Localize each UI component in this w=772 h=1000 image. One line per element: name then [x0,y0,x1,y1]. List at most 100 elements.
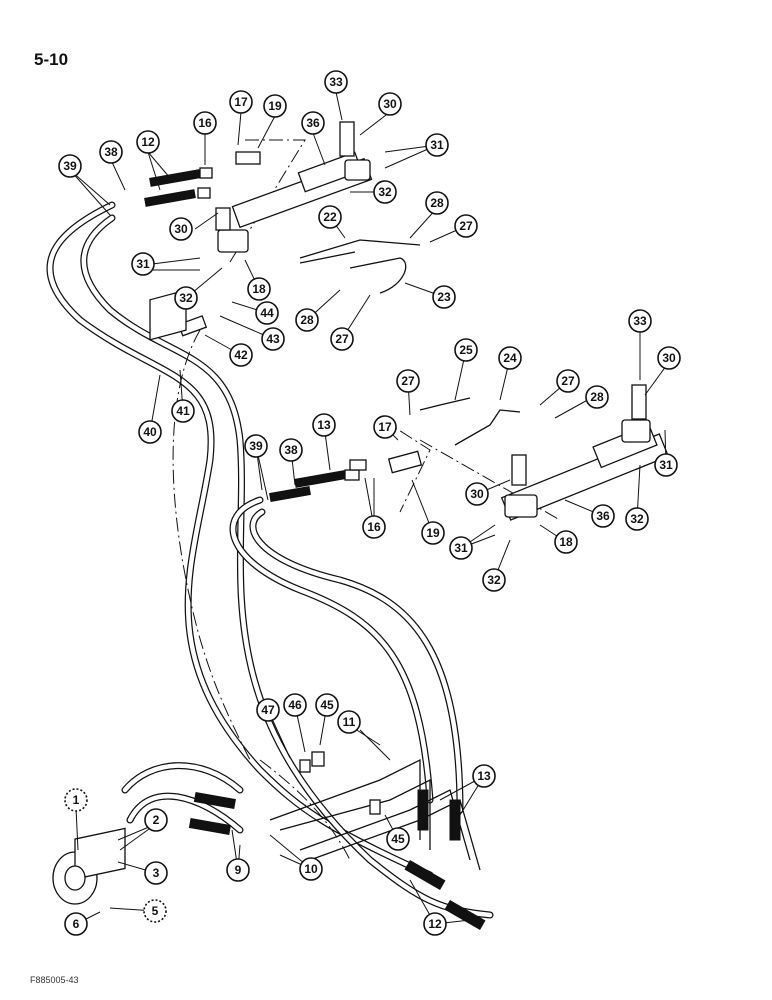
callout-43: 43 [261,327,285,351]
callout-9: 9 [226,858,250,882]
svg-text:43: 43 [266,332,280,346]
callout-30: 30 [169,217,193,241]
svg-text:30: 30 [383,97,397,111]
callout-22: 22 [318,205,342,229]
right-cylinder-assembly [269,384,670,521]
svg-text:22: 22 [323,210,337,224]
svg-text:28: 28 [300,313,314,327]
svg-text:27: 27 [561,374,575,388]
callout-27: 27 [454,214,478,238]
page-number: 5-10 [34,50,69,69]
figure-code: F885005-43 [30,975,79,985]
svg-text:31: 31 [430,138,444,152]
svg-text:13: 13 [317,418,331,432]
svg-text:28: 28 [430,196,444,210]
callout-13: 13 [312,413,336,437]
svg-text:10: 10 [304,862,318,876]
svg-text:31: 31 [454,541,468,555]
callout-18: 18 [554,530,578,554]
svg-text:27: 27 [335,332,349,346]
svg-text:27: 27 [401,374,415,388]
svg-text:9: 9 [235,863,242,877]
callout-47: 47 [256,698,280,722]
callout-6: 6 [64,912,88,936]
svg-text:28: 28 [590,390,604,404]
callout-25: 25 [454,338,478,362]
callouts: 33 30 17 19 16 36 31 12 38 39 30 32 28 2… [58,70,681,936]
svg-text:1: 1 [73,793,80,807]
svg-text:2: 2 [153,813,160,827]
svg-text:41: 41 [176,404,190,418]
svg-text:18: 18 [559,535,573,549]
svg-text:31: 31 [659,458,673,472]
svg-text:16: 16 [367,520,381,534]
callout-41: 41 [171,399,195,423]
callout-5: 5 [143,899,167,923]
callout-24: 24 [498,346,522,370]
callout-17: 17 [229,90,253,114]
callout-38: 38 [279,438,303,462]
callout-45: 45 [386,827,410,851]
callout-30: 30 [657,346,681,370]
svg-text:23: 23 [437,290,451,304]
svg-text:17: 17 [378,420,392,434]
callout-2: 2 [144,808,168,832]
callout-32: 32 [174,286,198,310]
callout-28: 28 [585,385,609,409]
callout-46: 46 [283,693,307,717]
callout-10: 10 [299,857,323,881]
callout-27: 27 [396,369,420,393]
svg-text:6: 6 [73,917,80,931]
svg-text:30: 30 [174,222,188,236]
callout-19: 19 [263,94,287,118]
callout-33: 33 [324,70,348,94]
callout-31: 31 [425,133,449,157]
top-cylinder-assembly [144,121,421,341]
svg-text:16: 16 [198,116,212,130]
svg-text:33: 33 [329,75,343,89]
callout-1: 1 [64,788,88,812]
callout-23: 23 [432,285,456,309]
svg-text:12: 12 [141,135,155,149]
svg-text:32: 32 [179,291,193,305]
callout-28: 28 [295,308,319,332]
svg-text:24: 24 [503,351,517,365]
callout-31: 31 [654,453,678,477]
svg-text:38: 38 [104,145,118,159]
svg-text:32: 32 [487,573,501,587]
callout-12: 12 [136,130,160,154]
callout-17: 17 [373,415,397,439]
hoses [46,201,494,919]
callout-3: 3 [144,861,168,885]
svg-text:30: 30 [662,351,676,365]
svg-text:11: 11 [343,715,356,729]
callout-39: 39 [58,154,82,178]
callout-19: 19 [421,521,445,545]
callout-16: 16 [362,515,386,539]
callout-39: 39 [244,434,268,458]
callout-33: 33 [628,309,652,333]
callout-12: 12 [423,912,447,936]
callout-13: 13 [472,764,496,788]
svg-text:45: 45 [391,832,405,846]
svg-text:36: 36 [596,509,610,523]
svg-text:5: 5 [152,904,159,918]
callout-36: 36 [591,504,615,528]
callout-44: 44 [255,301,279,325]
callout-30: 30 [378,92,402,116]
callout-38: 38 [99,140,123,164]
svg-text:31: 31 [136,257,150,271]
svg-text:40: 40 [143,425,157,439]
svg-text:27: 27 [459,219,473,233]
svg-text:39: 39 [249,439,263,453]
callout-42: 42 [229,343,253,367]
svg-text:32: 32 [630,512,644,526]
svg-text:30: 30 [470,487,484,501]
bottom-assembly [52,751,486,931]
callout-27: 27 [330,327,354,351]
svg-text:13: 13 [477,769,491,783]
callout-30: 30 [465,482,489,506]
svg-text:25: 25 [459,343,473,357]
svg-text:45: 45 [320,698,334,712]
callout-40: 40 [138,420,162,444]
